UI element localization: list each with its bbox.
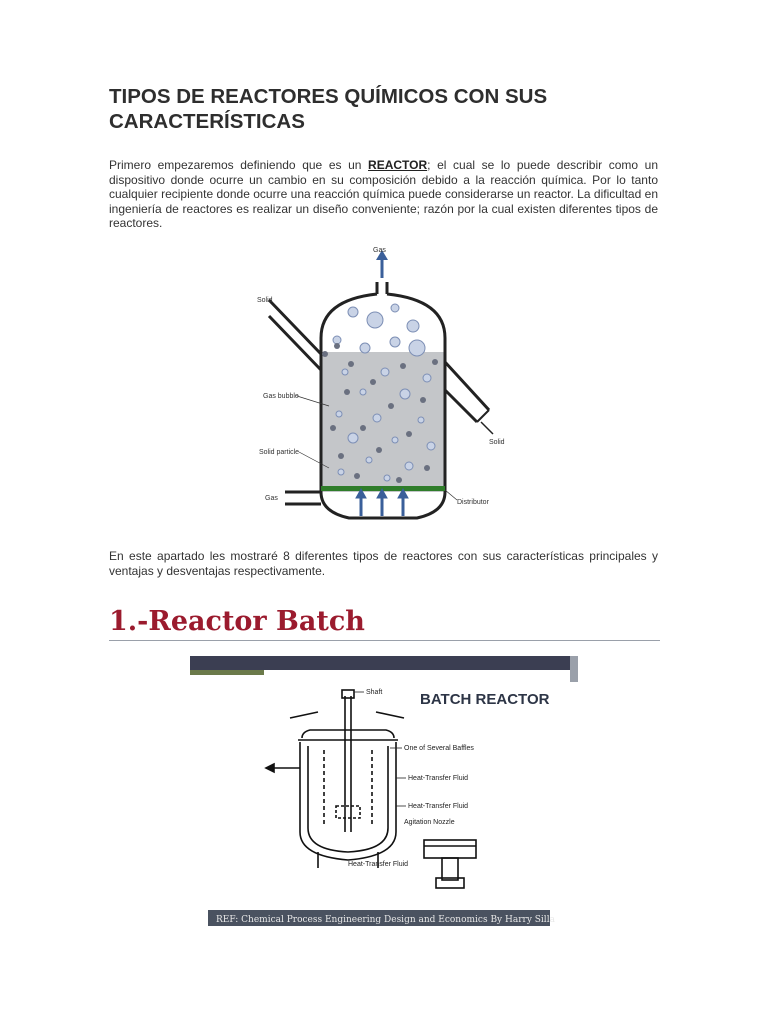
batch-vessel xyxy=(264,689,477,889)
label-distributor: Distributor xyxy=(457,499,490,506)
outro-paragraph: En este apartado les mostraré 8 diferent… xyxy=(109,549,658,578)
label-heat-transfer-1: Heat-Transfer Fluid xyxy=(408,775,468,782)
label-baffles: One of Several Baffles xyxy=(404,745,474,752)
label-solid-out: Solid xyxy=(489,439,505,446)
label-gas-bubble: Gas bubble xyxy=(263,393,299,400)
fluidized-bed-reactor-diagram: Gas Solid Gas bubble Solid particle Gas … xyxy=(257,247,505,520)
label-heat-transfer-bottom: Heat-Transfer Fluid xyxy=(348,861,408,868)
label-gas-in: Gas xyxy=(265,495,278,502)
label-agitation-nozzle: Agitation Nozzle xyxy=(404,819,455,826)
solid-inlet-pipe xyxy=(267,298,323,372)
gas-flow-arrows xyxy=(355,487,409,516)
intro-text-before: Primero empezaremos definiendo que es un xyxy=(109,158,369,172)
ref-text: REF: Chemical Process Engineering Design… xyxy=(216,915,556,925)
solid-particles xyxy=(322,343,438,483)
batch-reactor-title: BATCH REACTOR xyxy=(420,691,550,708)
label-gas-out: Gas xyxy=(373,247,386,254)
batch-reactor-diagram: BATCH REACTOR Shaft One of Several Baffl… xyxy=(190,656,578,926)
vessel-outline xyxy=(319,282,447,520)
ref-band xyxy=(208,910,550,926)
gas-bubbles xyxy=(332,303,436,482)
section-rule xyxy=(109,640,660,641)
label-solid-in: Solid xyxy=(257,297,273,304)
liquid-fill xyxy=(321,352,445,492)
page-title: TIPOS DE REACTORES QUÍMICOS CON SUS CARA… xyxy=(109,85,548,133)
label-heat-transfer-2: Heat-Transfer Fluid xyxy=(408,803,468,810)
section-heading: 1.-Reactor Batch xyxy=(109,606,365,637)
reactor-link[interactable]: REACTOR xyxy=(368,158,428,172)
slide-top-band xyxy=(190,656,578,670)
distributor-plate xyxy=(321,486,445,491)
intro-paragraph: Primero empezaremos definiendo que es un… xyxy=(109,158,658,231)
solid-outlet-pipe xyxy=(443,360,491,424)
gas-inlet-pipe xyxy=(285,490,321,506)
gas-out-arrow xyxy=(376,250,388,278)
label-solid-particle: Solid particle xyxy=(259,449,299,456)
intro-text-after: ; el cual se lo puede describir como un … xyxy=(109,158,659,231)
label-shaft: Shaft xyxy=(366,689,382,696)
